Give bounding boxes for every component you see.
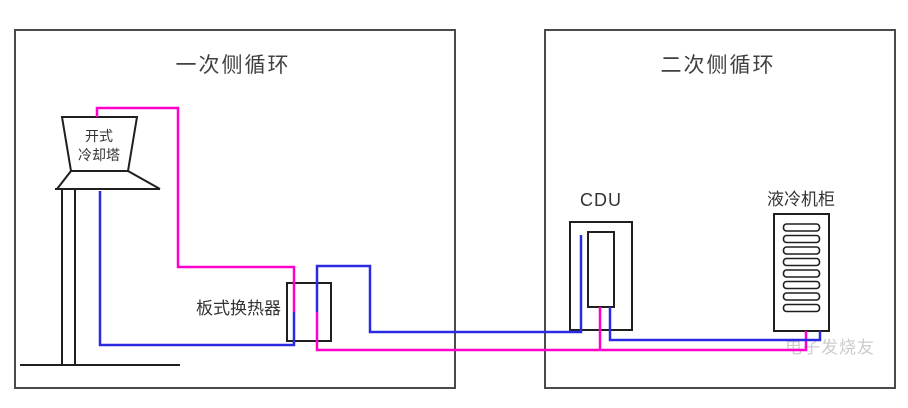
cabinet-slot [782,269,821,278]
cabinet-slot [782,223,821,232]
cabinet-slot [782,257,821,267]
plate-heat-exchanger: 板式换热器 [196,282,332,342]
cooling-tower-support-post [61,188,76,366]
plate-heat-exchanger-label: 板式换热器 [196,299,281,318]
liquid-cooling-cabinet: 液冷机柜 [767,190,835,332]
cabinet-slot [782,234,821,244]
pipes-layer [95,106,822,352]
cooling-tower-label-line2: 冷却塔 [78,147,120,163]
cabinet-slot [782,246,821,255]
cabinet-slot [782,280,821,290]
secondary-loop-title: 二次侧循环 [661,54,776,77]
cabinet-slot [782,303,821,313]
cabinet-slot [782,292,821,301]
pipe-hot-tower-to-exchanger [95,106,296,312]
liquid-cooling-cabinet-body [773,213,830,332]
cdu-label: CDU [580,190,622,210]
primary-loop-title: 一次侧循环 [176,54,291,77]
cdu-inner-module [587,231,615,308]
pipe-cold-exchanger-to-tower [98,191,296,347]
secondary-loop-box [544,29,896,389]
cooling-tower-label-line1: 开式 [85,128,113,144]
pipe-cold-cabinet-to-cdu [608,307,822,342]
primary-loop-box [14,29,456,389]
cooling-tower: 开式 冷却塔 [20,116,180,366]
liquid-cooling-cabinet-label: 液冷机柜 [767,190,835,209]
cooling-tower-basin [55,170,161,190]
cabinet-slots [782,223,821,313]
pipe-cold-exchanger-to-cdu [315,235,583,334]
plate-heat-exchanger-body [286,282,332,342]
